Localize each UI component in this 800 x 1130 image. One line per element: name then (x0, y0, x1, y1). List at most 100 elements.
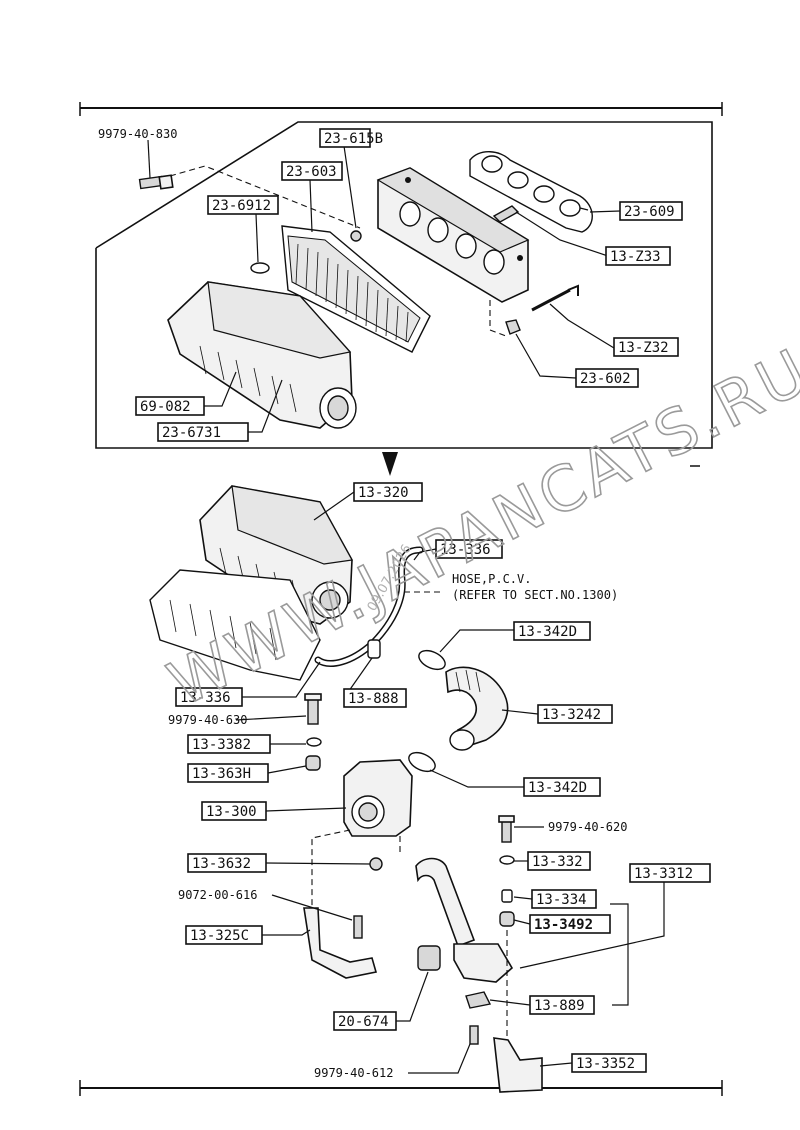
svg-text:23-615B: 23-615B (324, 131, 383, 147)
grommet-13-363h-part (305, 755, 321, 771)
label-9979-40-620: 9979-40-620 (548, 820, 627, 834)
callout-20-674: 20-674 (333, 1011, 397, 1031)
callout-13-888: 13-888 (343, 688, 407, 708)
svg-text:13-332: 13-332 (532, 854, 583, 870)
clamp-top-part (418, 649, 446, 671)
nut-23-615b-part (350, 230, 362, 242)
nut-13-3632-part (369, 857, 383, 871)
hose-note-line2: (REFER TO SECT.NO.1300) (452, 588, 618, 602)
svg-text:13-3352: 13-3352 (576, 1056, 635, 1072)
svg-text:13-3242: 13-3242 (542, 707, 601, 723)
callout-13-336-top: 13-336 (435, 539, 503, 559)
callout-13-325c: 13-325C (185, 925, 263, 945)
label-9072-00-616: 9072-00-616 (178, 888, 257, 902)
bracket-13-325c-part (303, 907, 378, 979)
callout-13-3312: 13-3312 (629, 863, 711, 883)
intake-duct-part (445, 666, 509, 751)
callout-13-342d-bottom: 13-342D (523, 777, 601, 797)
callout-13-336-bottom: 13-336 (175, 687, 243, 707)
svg-text:23-609: 23-609 (624, 204, 675, 220)
callout-13-332: 13-332 (527, 851, 591, 871)
washer-13-3382-part (306, 737, 322, 747)
svg-text:13-3382: 13-3382 (192, 737, 251, 753)
rubber-20-674-part (417, 945, 441, 971)
nut-23-602-part (505, 319, 521, 335)
label-9979-40-830: 9979-40-830 (98, 127, 177, 141)
detail-inset-frame (95, 121, 713, 449)
callout-23-603: 23-603 (281, 161, 343, 181)
svg-text:13-342D: 13-342D (528, 780, 587, 796)
air-cleaner-box-part (343, 759, 413, 837)
callout-23-609: 23-609 (619, 201, 683, 221)
mount-13-3492-part (499, 911, 515, 927)
svg-text:13-Z33: 13-Z33 (610, 249, 661, 265)
washer-13-332-part (499, 855, 515, 865)
svg-text:13-342D: 13-342D (518, 624, 577, 640)
svg-text:13-300: 13-300 (206, 804, 257, 820)
plenum-13-320-part (199, 485, 353, 625)
svg-text:23-603: 23-603 (286, 164, 337, 180)
clip-13-889-part (465, 991, 492, 1009)
leader-lines (147, 139, 665, 1074)
plenum-inset-part (167, 281, 357, 429)
plug-13-888-part (367, 639, 381, 659)
callout-23-6912: 23-6912 (207, 195, 279, 215)
svg-text:13-336: 13-336 (180, 690, 231, 706)
svg-text:13-336: 13-336 (440, 542, 491, 558)
svg-text:13-325C: 13-325C (190, 928, 249, 944)
callout-23-615b: 23-615B (319, 128, 383, 148)
callout-13-889: 13-889 (529, 995, 595, 1015)
bolt-9979-40-630-part (304, 693, 322, 725)
callout-13-334: 13-334 (531, 889, 597, 909)
callout-69-082: 69-082 (135, 396, 205, 416)
air-filter-element-part (281, 225, 431, 353)
svg-text:13-3632: 13-3632 (192, 856, 251, 872)
bolt-9979-40-620-part (498, 815, 515, 843)
resonator-pipe-part (415, 857, 514, 983)
svg-text:23-602: 23-602 (580, 371, 631, 387)
svg-text:69-082: 69-082 (140, 399, 191, 415)
svg-text:13-334: 13-334 (536, 892, 587, 908)
callout-13-z33: 13-Z33 (605, 246, 671, 266)
label-9979-40-630: 9979-40-630 (168, 713, 247, 727)
svg-text:20-674: 20-674 (338, 1014, 389, 1030)
callout-13-300: 13-300 (201, 801, 267, 821)
callout-13-z32: 13-Z32 (613, 337, 679, 357)
svg-text:13-888: 13-888 (348, 691, 399, 707)
detail-arrow-icon (382, 452, 398, 476)
engine-block-part (149, 569, 321, 681)
clamp-bottom-part (408, 751, 436, 773)
hose-note-line1: HOSE,P.C.V. (452, 572, 531, 586)
callout-13-3492: 13-3492 (529, 914, 611, 934)
callout-23-602: 23-602 (575, 368, 639, 388)
clip-13-z33-part (492, 205, 520, 223)
svg-text:13-Z32: 13-Z32 (618, 340, 669, 356)
callout-13-3382: 13-3382 (187, 734, 271, 754)
dashed-guide (169, 165, 361, 229)
bolt-9979-40-830-part (138, 174, 174, 190)
air-cleaner-case-part (376, 167, 530, 303)
collar-13-334-part (501, 889, 513, 903)
svg-text:23-6731: 23-6731 (162, 425, 221, 441)
svg-text:23-6912: 23-6912 (212, 198, 271, 214)
svg-text:13-363H: 13-363H (192, 766, 251, 782)
callout-13-342d-top: 13-342D (513, 621, 591, 641)
callout-13-3632: 13-3632 (187, 853, 267, 873)
callout-23-6731: 23-6731 (157, 422, 249, 442)
gasket-part (469, 151, 593, 233)
bolt-9979-40-612-part (469, 1025, 479, 1045)
svg-text:13-320: 13-320 (358, 485, 409, 501)
svg-text:13-3492: 13-3492 (534, 917, 593, 933)
callout-13-3352: 13-3352 (571, 1053, 647, 1073)
guard-13-3352-part (493, 1037, 543, 1093)
label-9979-40-612: 9979-40-612 (314, 1066, 393, 1080)
callout-13-3242: 13-3242 (537, 704, 613, 724)
svg-text:13-3312: 13-3312 (634, 866, 693, 882)
svg-text:13-889: 13-889 (534, 998, 585, 1014)
bolt-9072-00-616-part (353, 915, 363, 939)
rod-13-z32-part (531, 284, 579, 312)
callout-13-363h: 13-363H (187, 763, 269, 783)
callout-13-320: 13-320 (353, 482, 423, 502)
grommet-part (250, 262, 270, 274)
